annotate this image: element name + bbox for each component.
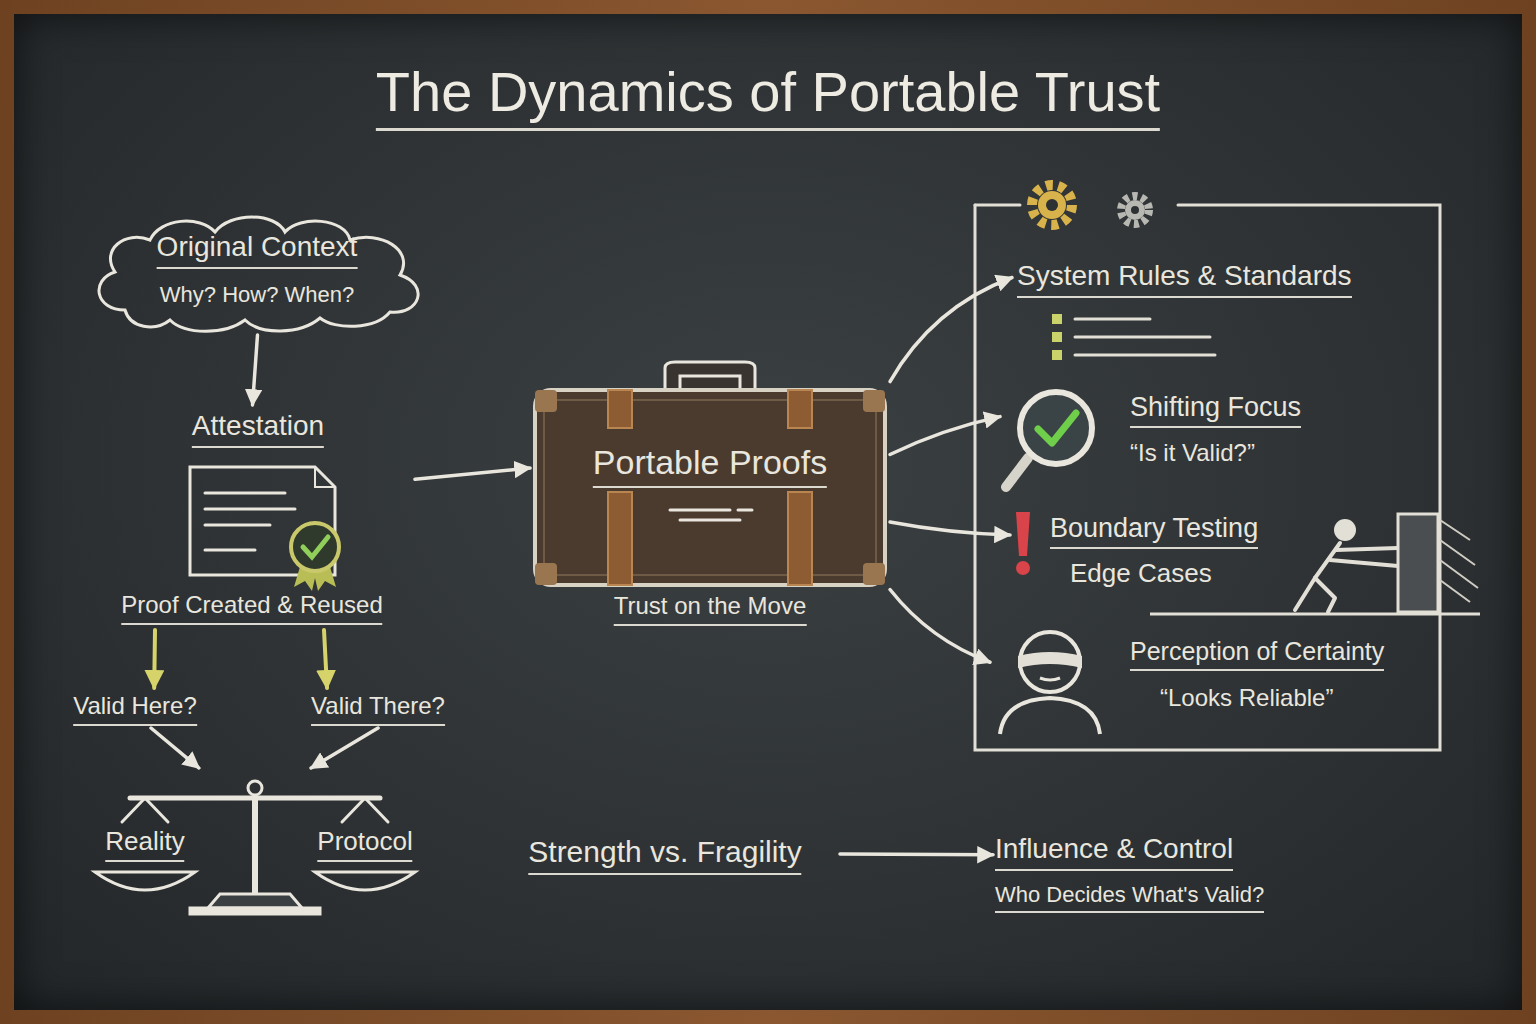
node-heading: Valid Here? [73, 692, 197, 726]
node-subtext: Trust on the Move [614, 592, 807, 626]
node-heading: Valid There? [311, 692, 445, 726]
node-heading: Shifting Focus [1130, 391, 1301, 428]
node-subtext: Why? How? When? [160, 282, 354, 308]
node-heading: Portable Proofs [593, 442, 827, 488]
diagram-node: System Rules & Standards [1012, 255, 1387, 300]
node-heading: Original Context [157, 230, 358, 269]
node-subtext: Proof Created & Reused [121, 591, 382, 625]
diagram-node: Boundary TestingEdge Cases [1010, 508, 1300, 598]
board-title: The Dynamics of Portable Trust [376, 58, 1160, 131]
diagram-node: Perception of Certainty “Looks Reliable” [990, 622, 1430, 737]
pushing-figure [1295, 519, 1398, 612]
connector-arrow [311, 728, 378, 768]
diagram-node: Reality Protocol [90, 768, 420, 918]
node-subtext: Edge Cases [1070, 558, 1212, 589]
connector-arrow [890, 522, 1010, 535]
connector-arrow [890, 417, 1000, 455]
connector-arrow [415, 468, 530, 479]
node-heading: Strength vs. Fragility [528, 834, 801, 875]
node-subtext: Who Decides What's Valid? [995, 882, 1264, 913]
gear-icon [1032, 185, 1149, 225]
connector-arrow [152, 630, 157, 688]
connector-arrow [324, 630, 327, 688]
diagram-node: Valid Here? [55, 688, 215, 728]
diagram-node: Shifting Focus “Is it Valid?” [1000, 383, 1330, 495]
diagram-node: Influence & ControlWho Decides What's Va… [993, 830, 1305, 922]
diagram-node: Original ContextWhy? How? When? [85, 210, 430, 335]
connector-arrow [253, 335, 258, 405]
diagram-node: AttestationProof Created & Reused [90, 405, 415, 630]
node-subtext: “Is it Valid?” [1130, 439, 1255, 468]
connector-arrow [890, 590, 990, 663]
diagram-node: Strength vs. Fragility [490, 830, 840, 878]
connector-arrow [890, 278, 1012, 382]
node-subtext: “Looks Reliable” [1160, 684, 1333, 713]
node-heading: Boundary Testing [1050, 512, 1258, 549]
connector-arrow [840, 852, 993, 856]
diagram-node: Portable ProofsTrust on the Move [530, 360, 890, 630]
node-heading: Perception of Certainty [1130, 636, 1384, 671]
node-subtext: Protocol [317, 826, 412, 862]
panel-bracket [975, 205, 1440, 750]
node-heading: Reality [105, 826, 184, 862]
list-icon [1052, 314, 1215, 360]
node-heading: Influence & Control [995, 832, 1233, 871]
connector-arrow [151, 728, 199, 768]
node-heading: System Rules & Standards [1017, 259, 1352, 298]
cloud-shape [85, 210, 430, 335]
diagram-node: Valid There? [293, 688, 463, 728]
node-heading: Attestation [192, 409, 324, 448]
suitcase-shape [530, 360, 890, 630]
